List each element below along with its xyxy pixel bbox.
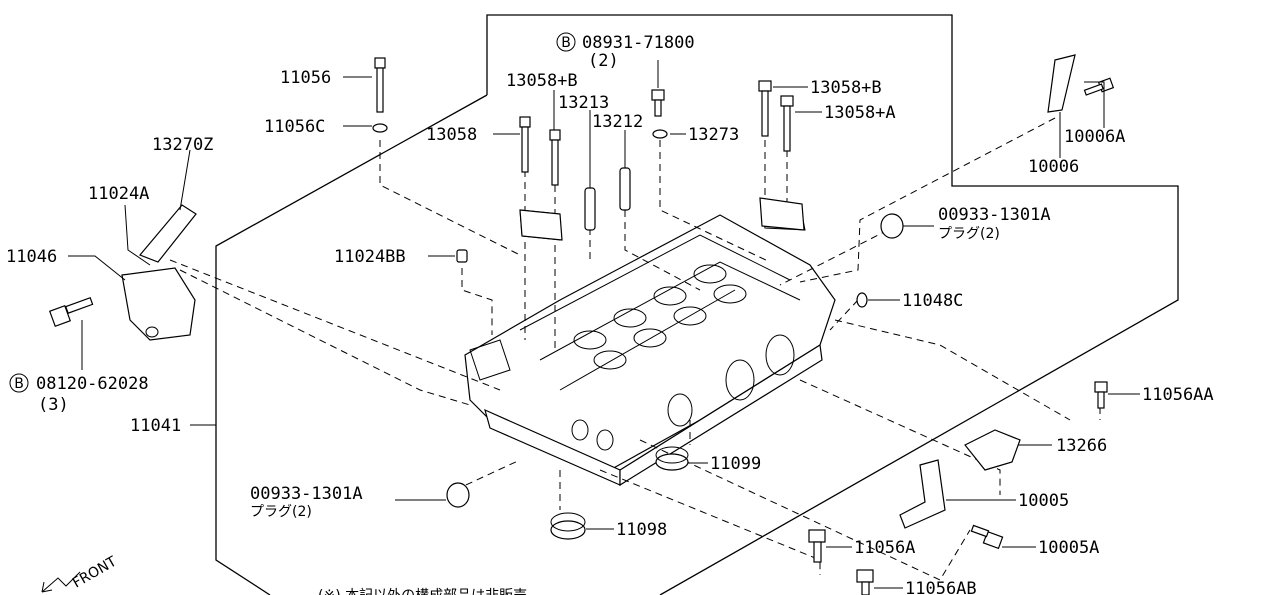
bracket-10006 [1047, 54, 1076, 113]
seal-11099 [655, 446, 689, 471]
label-10005a: 10005A [1038, 538, 1099, 558]
bracket-10005 [899, 459, 946, 529]
seal-11098 [550, 512, 586, 540]
label-13213: 13213 [558, 93, 609, 113]
washer-11056c [372, 123, 388, 133]
plug-11048c [856, 292, 868, 308]
leader-lines [68, 60, 1140, 589]
bracket-11046-hole [145, 326, 159, 338]
label-13273: 13273 [688, 125, 739, 145]
marker-b-top: B [556, 32, 576, 52]
marker-b-left: B [9, 373, 29, 393]
plug-00933-right [880, 213, 904, 239]
label-13266: 13266 [1056, 436, 1107, 456]
label-13270z: 13270Z [152, 135, 213, 155]
bolt-13058b-left [549, 129, 561, 186]
label-11056c: 11056C [264, 117, 325, 137]
label-11046: 11046 [6, 247, 57, 267]
label-00933-right: 00933-1301A [938, 205, 1051, 225]
bolt-10006a [1083, 77, 1115, 96]
label-11056ab: 11056AB [905, 579, 977, 595]
bottom-note: (※) 本記以外の構成部品は非販売 [318, 587, 527, 595]
label-11048c: 11048C [902, 291, 963, 311]
marker-b-left-text: B [14, 376, 24, 392]
label-00933-right-sub: プラグ(2) [938, 226, 1000, 242]
label-00933-left-sub: プラグ(2) [250, 504, 312, 520]
pin-13212 [619, 167, 631, 211]
label-11024a: 11024A [88, 184, 149, 204]
pin-13213 [584, 187, 596, 231]
bracket-11046 [121, 267, 196, 341]
label-11041: 11041 [130, 416, 181, 436]
label-11056a: 11056A [854, 538, 915, 558]
label-13058: 13058 [426, 125, 477, 145]
label-11024bb: 11024BB [334, 247, 406, 267]
bolt-11056aa [1094, 381, 1108, 409]
label-13058b-left: 13058+B [506, 71, 578, 91]
label-08120-qty: (3) [38, 395, 69, 415]
label-11056: 11056 [280, 68, 331, 88]
label-08120-62028: 08120-62028 [36, 374, 149, 394]
label-10005: 10005 [1018, 491, 1069, 511]
front-label: FRONT [70, 553, 120, 591]
front-indicator: FRONT [41, 553, 120, 593]
bolt-10005a [970, 524, 1004, 550]
label-10006a: 10006A [1064, 127, 1125, 147]
bolt-13058b-right [758, 80, 772, 137]
label-13058b-right: 13058+B [810, 78, 882, 98]
label-00933-left: 00933-1301A [250, 484, 363, 504]
plug-00933-left [446, 482, 470, 508]
bracket-right [759, 197, 805, 231]
cover-13266 [964, 429, 1021, 471]
bolt-08120 [48, 296, 94, 328]
label-08931-71800: 08931-71800 [582, 33, 695, 53]
label-11056aa: 11056AA [1142, 385, 1214, 405]
bolt-08931 [651, 89, 665, 117]
bracket-left [519, 209, 563, 241]
label-10006: 10006 [1028, 157, 1079, 177]
bolt-11056ab [856, 569, 874, 595]
label-13058a: 13058+A [824, 103, 896, 123]
label-13212: 13212 [592, 112, 643, 132]
bolt-11056a [808, 529, 826, 563]
bolt-11056 [374, 57, 386, 113]
washer-13273 [652, 129, 668, 139]
plug-11024bb [456, 249, 468, 263]
assembly-frame [215, 14, 1179, 595]
label-11099: 11099 [710, 454, 761, 474]
hose-13270z [139, 204, 197, 263]
label-08931-qty: (2) [588, 51, 619, 71]
bolt-13058 [519, 116, 531, 173]
bolt-13058a [780, 95, 794, 152]
marker-b-top-text: B [561, 35, 571, 51]
label-11098: 11098 [616, 520, 667, 540]
cylinder-head [464, 199, 836, 487]
